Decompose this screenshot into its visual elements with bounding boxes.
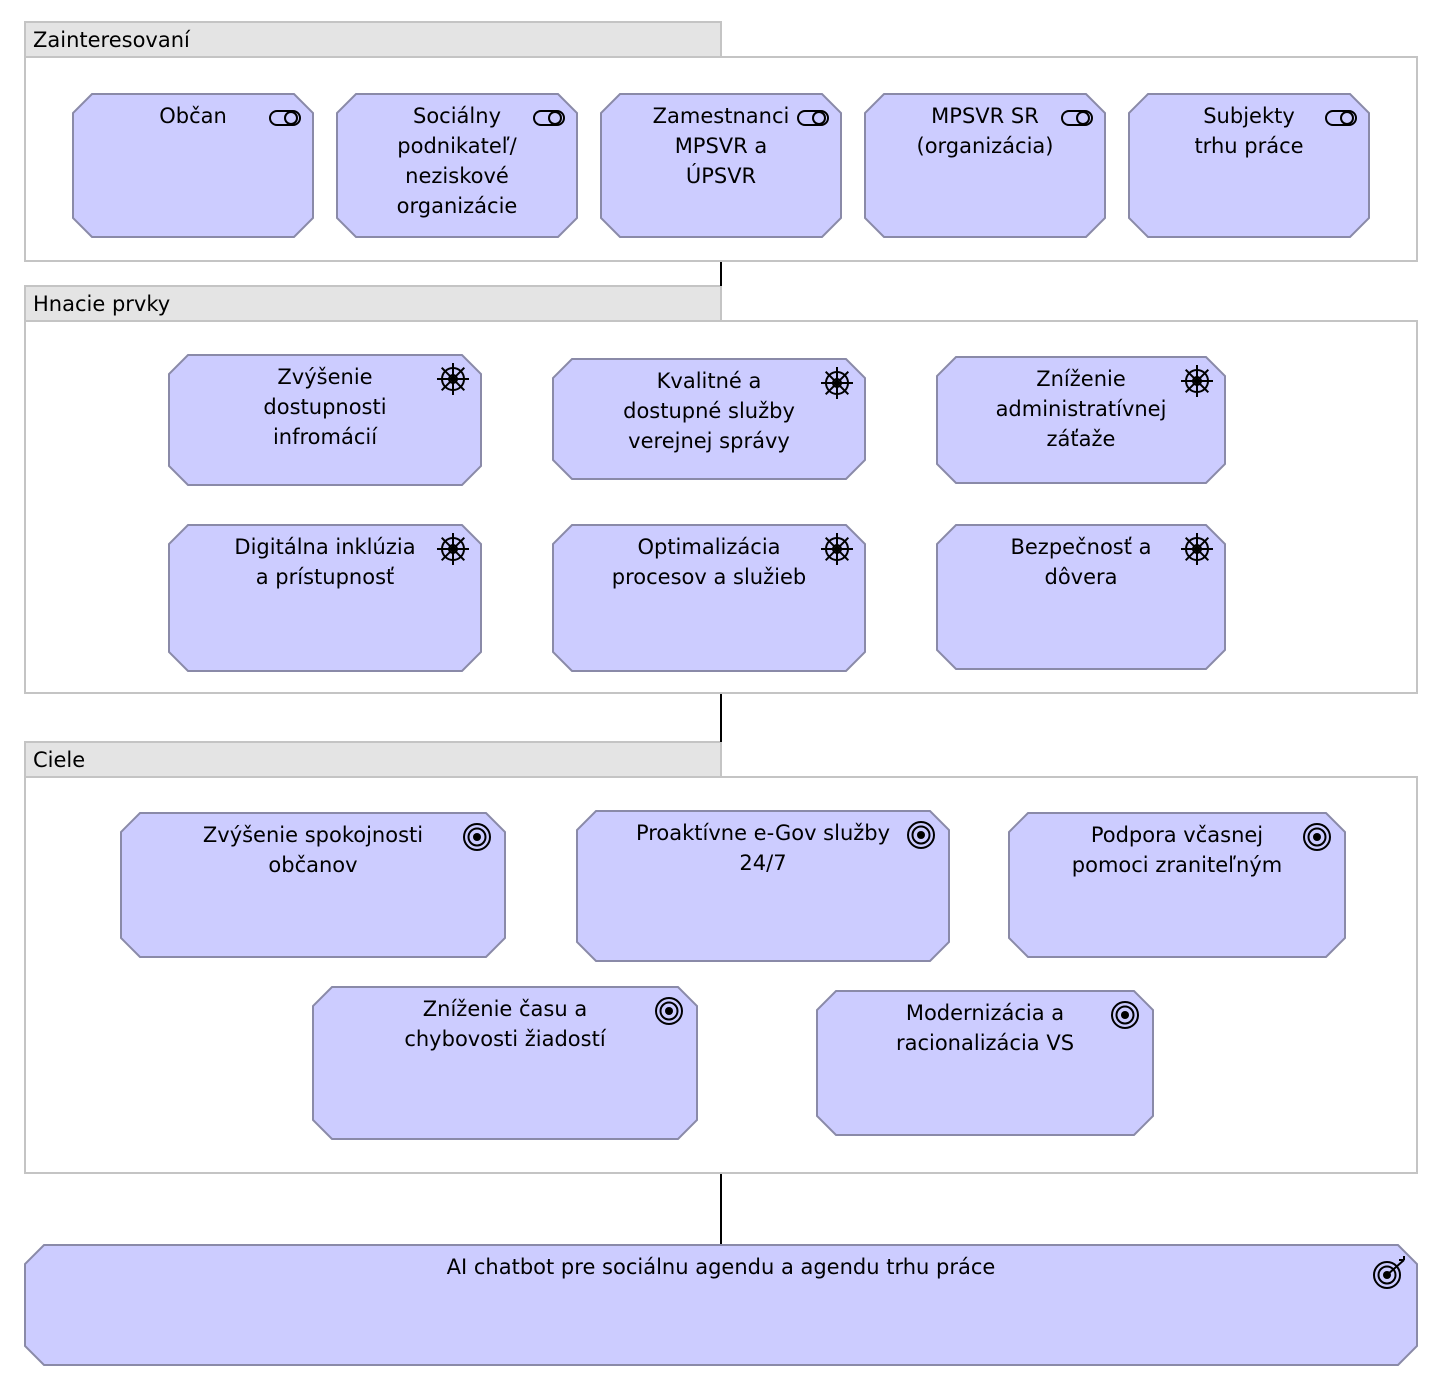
element-label: AI chatbot pre sociálnu agendu a agendu … xyxy=(446,1255,996,1279)
goal-shape xyxy=(576,810,950,962)
connector-goals-outcome xyxy=(720,1174,722,1246)
driver-shape xyxy=(552,524,866,672)
group-header-stakeholders: Zainteresovaní xyxy=(24,21,722,58)
goal-element[interactable]: Modernizácia a racionalizácia VS xyxy=(816,990,1154,1136)
outcome-element[interactable]: AI chatbot pre sociálnu agendu a agendu … xyxy=(24,1244,1418,1366)
element-label: Zvýšenie spokojnosti občanov xyxy=(202,823,424,877)
driver-icon xyxy=(820,532,854,566)
stakeholder-element[interactable]: MPSVR SR (organizácia) xyxy=(864,93,1106,238)
driver-element[interactable]: Kvalitné a dostupné služby verejnej sprá… xyxy=(552,358,866,480)
stakeholder-shape xyxy=(864,93,1106,238)
driver-shape xyxy=(168,354,482,486)
element-label: Sociálny podnikateľ/ neziskové organizác… xyxy=(396,104,518,218)
element-label: Subjekty trhu práce xyxy=(1194,104,1304,158)
element-label: Zamestnanci MPSVR a ÚPSVR xyxy=(652,104,790,188)
driver-icon xyxy=(1180,532,1214,566)
goal-element[interactable]: Zníženie času a chybovosti žiadostí xyxy=(312,986,698,1140)
goal-icon xyxy=(460,820,494,854)
driver-element[interactable]: Zníženie administratívnej záťaže xyxy=(936,356,1226,484)
group-header-goals: Ciele xyxy=(24,741,722,778)
element-label: Optimalizácia procesov a služieb xyxy=(611,535,807,589)
stakeholder-icon xyxy=(268,101,302,135)
element-label: Občan xyxy=(159,104,227,128)
stakeholder-icon xyxy=(1324,101,1358,135)
goal-shape xyxy=(120,812,506,958)
driver-icon xyxy=(1180,364,1214,398)
element-label: Bezpečnosť a dôvera xyxy=(1010,535,1152,589)
stakeholder-element[interactable]: Občan xyxy=(72,93,314,238)
goal-icon xyxy=(1108,998,1142,1032)
group-title: Ciele xyxy=(33,748,86,772)
stakeholder-shape xyxy=(1128,93,1370,238)
element-label: Zníženie času a chybovosti žiadostí xyxy=(404,997,606,1051)
outcome-shape xyxy=(24,1244,1418,1366)
stakeholder-icon xyxy=(532,101,566,135)
driver-icon xyxy=(436,532,470,566)
driver-icon xyxy=(436,362,470,396)
element-label: Proaktívne e-Gov služby 24/7 xyxy=(635,821,891,875)
goal-shape xyxy=(816,990,1154,1136)
connector-drivers-goals xyxy=(720,694,722,742)
driver-icon xyxy=(820,366,854,400)
element-label: Modernizácia a racionalizácia VS xyxy=(895,1001,1075,1055)
goal-element[interactable]: Proaktívne e-Gov služby 24/7 xyxy=(576,810,950,962)
driver-shape xyxy=(552,358,866,480)
element-label: Kvalitné a dostupné služby verejnej sprá… xyxy=(623,369,795,453)
element-label: Podpora včasnej pomoci zraniteľným xyxy=(1071,823,1283,877)
driver-element[interactable]: Optimalizácia procesov a služieb xyxy=(552,524,866,672)
stakeholder-element[interactable]: Sociálny podnikateľ/ neziskové organizác… xyxy=(336,93,578,238)
group-header-drivers: Hnacie prvky xyxy=(24,285,722,322)
goal-icon xyxy=(904,818,938,852)
goal-element[interactable]: Zvýšenie spokojnosti občanov xyxy=(120,812,506,958)
driver-shape xyxy=(168,524,482,672)
stakeholder-shape xyxy=(72,93,314,238)
goal-icon xyxy=(652,994,686,1028)
driver-shape xyxy=(936,356,1226,484)
element-label: Digitálna inklúzia a prístupnosť xyxy=(234,535,416,589)
group-title: Zainteresovaní xyxy=(33,28,190,52)
element-label: Zníženie administratívnej záťaže xyxy=(995,367,1167,451)
stakeholder-element[interactable]: Subjekty trhu práce xyxy=(1128,93,1370,238)
stakeholder-element[interactable]: Zamestnanci MPSVR a ÚPSVR xyxy=(600,93,842,238)
stakeholder-shape xyxy=(336,93,578,238)
goal-icon xyxy=(1300,820,1334,854)
stakeholder-icon xyxy=(1060,101,1094,135)
goal-shape xyxy=(312,986,698,1140)
driver-element[interactable]: Zvýšenie dostupnosti infromácií xyxy=(168,354,482,486)
driver-element[interactable]: Digitálna inklúzia a prístupnosť xyxy=(168,524,482,672)
element-label: MPSVR SR (organizácia) xyxy=(916,104,1054,158)
connector-stakeholders-drivers xyxy=(720,262,722,286)
stakeholder-icon xyxy=(796,101,830,135)
stakeholder-shape xyxy=(600,93,842,238)
outcome-icon xyxy=(1372,1256,1406,1290)
goal-element[interactable]: Podpora včasnej pomoci zraniteľným xyxy=(1008,812,1346,958)
element-label: Zvýšenie dostupnosti infromácií xyxy=(263,365,387,449)
group-title: Hnacie prvky xyxy=(33,292,171,316)
driver-element[interactable]: Bezpečnosť a dôvera xyxy=(936,524,1226,670)
driver-shape xyxy=(936,524,1226,670)
goal-shape xyxy=(1008,812,1346,958)
